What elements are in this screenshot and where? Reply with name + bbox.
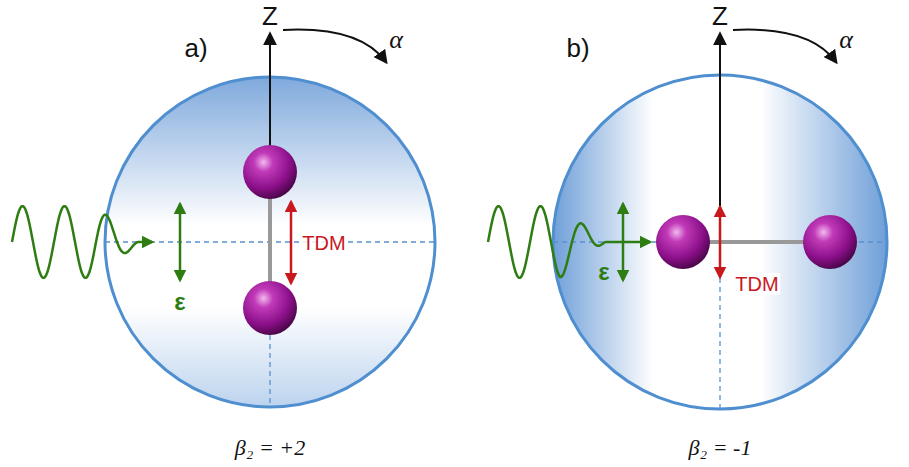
angle-label: α (389, 26, 403, 55)
anisotropy-value: β₂ = -1 (689, 436, 752, 460)
atom (243, 281, 297, 335)
polarization-label: ε (174, 289, 185, 315)
axis-label: Z (262, 2, 278, 31)
light-wave (12, 206, 152, 278)
light-wave (488, 206, 650, 278)
atom (243, 145, 297, 199)
atom (803, 215, 857, 269)
polarization-arrow (179, 204, 182, 280)
anisotropy-value: β₂ = +2 (235, 436, 305, 460)
panel-b (553, 30, 887, 409)
tdm-label: TDM (733, 273, 780, 295)
panel-letter: a) (184, 34, 207, 63)
angle-label: α (839, 26, 853, 55)
atom (656, 215, 710, 269)
panel-a (105, 30, 435, 407)
tdm-arrow (290, 202, 293, 283)
z-axis (719, 34, 721, 212)
panel-letter: b) (566, 34, 589, 63)
polarization-label: ε (598, 259, 609, 285)
tdm-label: TDM (300, 232, 347, 254)
axis-label: Z (712, 2, 728, 31)
tdm-arrow (719, 207, 722, 277)
rotation-arrow (283, 30, 386, 62)
rotation-arrow (733, 30, 836, 62)
